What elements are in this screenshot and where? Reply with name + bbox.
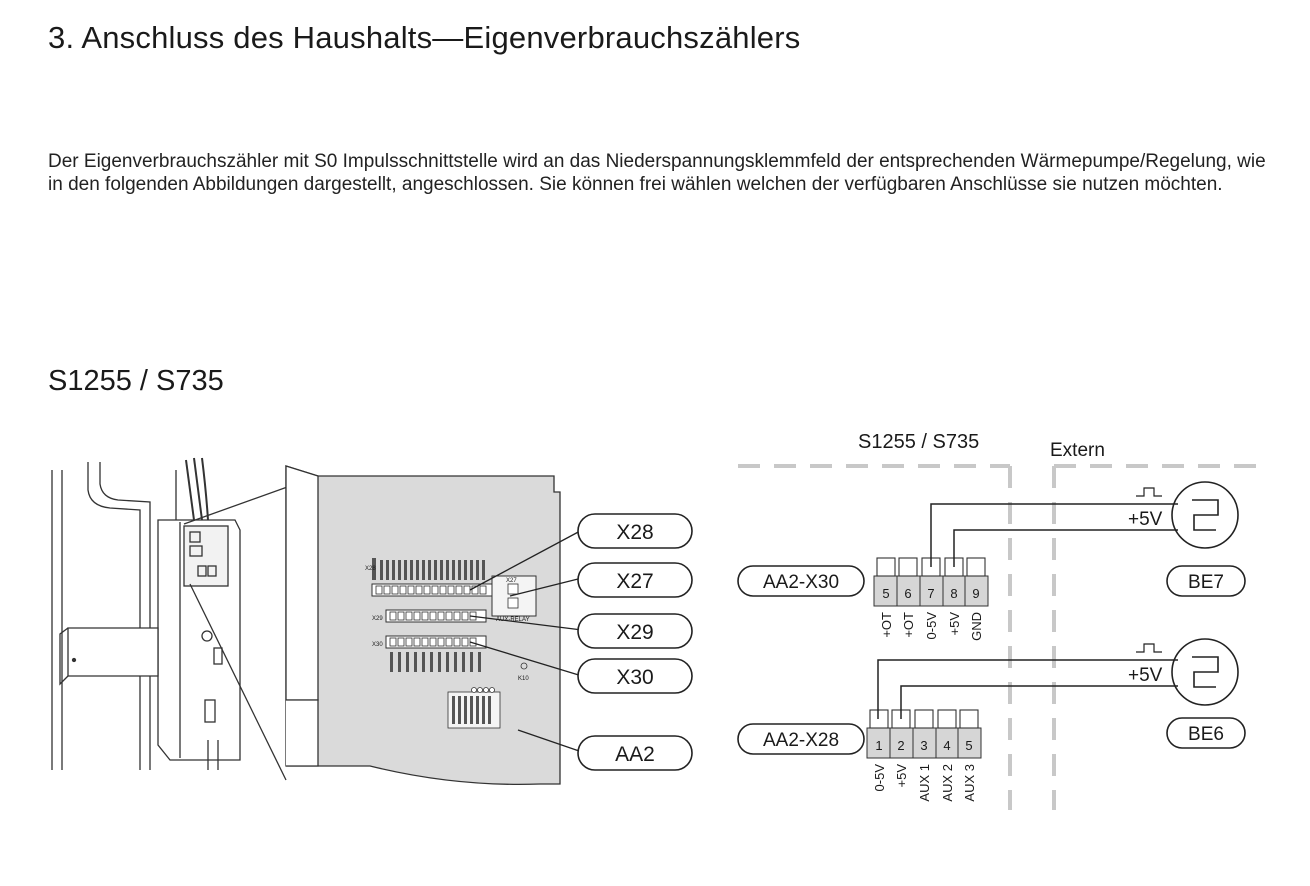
x28-terminal-num: 4 [943,738,950,753]
board-label-x28: X28 [365,566,376,572]
callout-x29-label: X29 [616,621,653,644]
callout-leaders [469,529,583,753]
heat-pump-illustration [51,457,241,770]
callout-aa2: AA2 [577,735,693,771]
extern-label: Extern [1050,440,1105,461]
callout-x27-label: X27 [616,570,653,593]
control-board-aa2: X27 AUX-RELAY X28 X29 X30 K10 [285,465,561,786]
x28-terminal-num: 1 [875,738,882,753]
terminal-block-x28-label: AA2-X28 [763,730,839,751]
meter-be6-icon [1171,638,1239,706]
x28-terminal-num: 3 [920,738,927,753]
x30-terminal-label: 0-5V [924,612,939,640]
board-label-x30: X30 [372,642,383,648]
wires-be7 [930,487,1178,567]
x28-terminal-label: AUX 3 [962,764,977,802]
x30-terminal-num: 5 [882,586,889,601]
x30-terminal-num: 7 [927,586,934,601]
x28-terminal-label: +5V [894,764,909,788]
model-subheading: S1255 / S735 [48,365,224,397]
intro-paragraph: Der Eigenverbrauchszähler mit S0 Impulss… [48,151,1266,195]
meter-be6: BE6 [1166,717,1246,749]
callout-x27: X27 [577,562,693,598]
board-label-x27: X27 [506,578,517,584]
x28-terminal-num: 5 [965,738,972,753]
callout-x28: X28 [577,513,693,549]
x30-terminal-num: 8 [950,586,957,601]
board-connector-x27 [491,575,537,617]
boundary-dashes [738,464,1268,810]
x28-pin-labels [372,558,485,580]
x28-terminal-num: 2 [897,738,904,753]
meter-be7-label: BE7 [1188,572,1224,593]
callout-x29: X29 [577,613,693,649]
board-label-k10: K10 [518,676,529,682]
x28-terminal-label: AUX 2 [940,764,955,802]
terminal-block-x30-label: AA2-X30 [763,572,839,593]
be7-voltage-label: +5V [1128,509,1163,530]
x30-terminal-label: +OT [901,612,916,638]
x30-terminal-label: +5V [947,612,962,636]
wires-be6 [877,643,1178,719]
meter-be7: BE7 [1166,565,1246,597]
terminal-block-x28: AA2-X28 1 2 3 4 5 0-5V +5V AUX 1 AUX 2 A… [737,709,982,802]
x30-terminal-label: +OT [879,612,894,638]
terminal-block-x30: AA2-X30 5 6 7 8 9 +OT +OT 0-5V +5V GND [737,557,989,641]
x30-terminal-num: 6 [904,586,911,601]
x28-terminal-label: 0-5V [872,764,887,792]
board-label-aux-relay: AUX-RELAY [496,617,530,623]
meter-be6-label: BE6 [1188,724,1224,745]
callout-aa2-label: AA2 [615,743,655,766]
x28-terminal-label: AUX 1 [917,764,932,802]
board-label-x29: X29 [372,616,383,622]
x30-terminal-label: GND [969,612,984,641]
x30-terminal-num: 9 [972,586,979,601]
document-heading: 3. Anschluss des Haushalts—Eigenverbrauc… [48,20,801,55]
callout-x28-label: X28 [616,521,653,544]
be6-voltage-label: +5V [1128,665,1163,686]
wiring-title: S1255 / S735 [858,431,979,453]
callout-x30-label: X30 [616,666,653,689]
callout-x30: X30 [577,658,693,694]
meter-be7-icon [1171,481,1239,549]
